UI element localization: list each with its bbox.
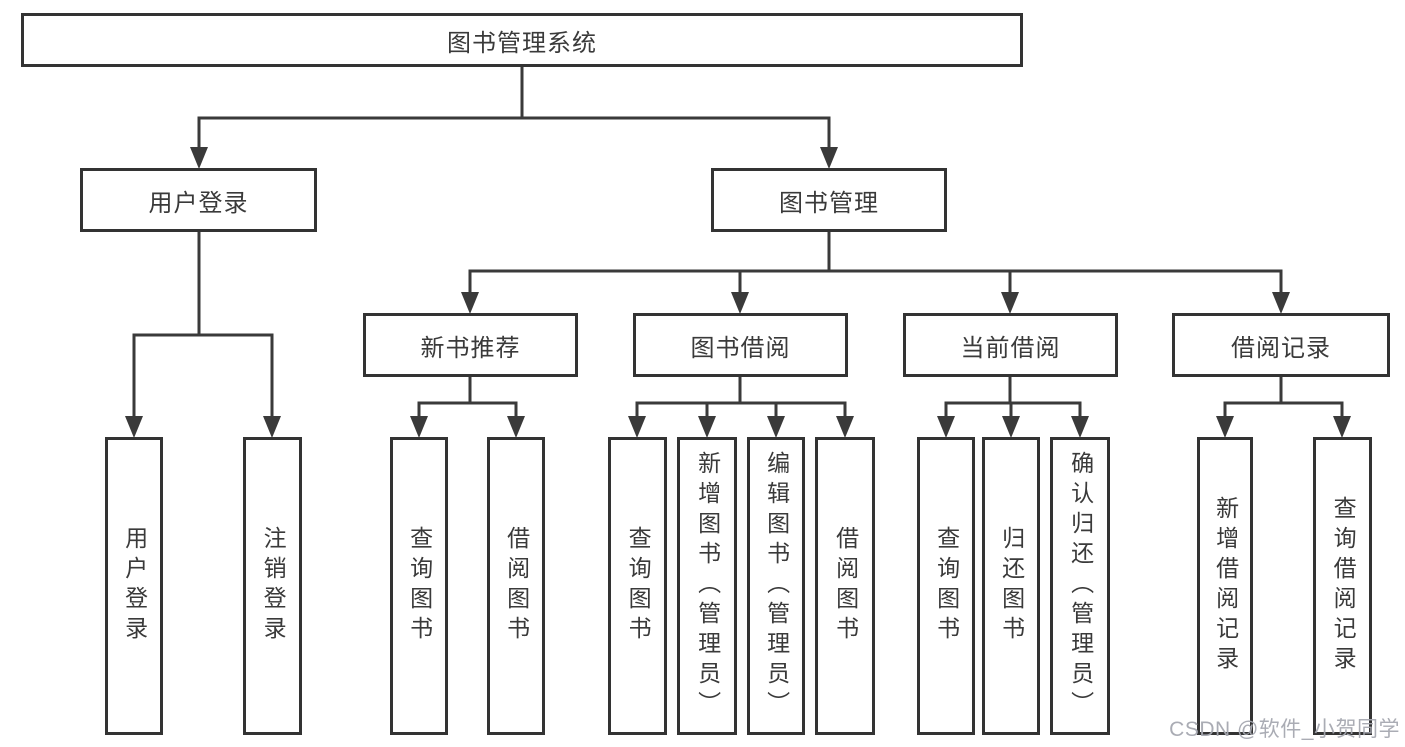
leaf-user-login: 用户登录 bbox=[105, 437, 163, 735]
arrowhead-icon bbox=[263, 416, 281, 438]
arrowhead-icon bbox=[1333, 416, 1351, 438]
leaf-return-books: 归还图书 bbox=[982, 437, 1040, 735]
node-label: 新增借阅记录 bbox=[1212, 496, 1239, 676]
connector-book-management-to-level3 bbox=[468, 230, 1283, 299]
connector-root-to-level2 bbox=[197, 65, 831, 154]
csdn-watermark: CSDN @软件_小贺同学 bbox=[1169, 718, 1400, 741]
arrowhead-icon bbox=[1071, 416, 1089, 438]
arrowhead-icon bbox=[698, 416, 716, 438]
leaf-borrow-books-recommend: 借阅图书 bbox=[487, 437, 545, 735]
node-label: 图书管理 bbox=[779, 189, 879, 217]
arrowheads bbox=[125, 147, 1351, 438]
connector-recommendation-to-leaves bbox=[417, 375, 518, 423]
node-new-book-recommendation: 新书推荐 bbox=[363, 313, 578, 377]
node-system-root: 图书管理系统 bbox=[21, 13, 1023, 67]
arrowhead-icon bbox=[125, 416, 143, 438]
node-label: 用户登录 bbox=[121, 526, 148, 646]
node-user-login: 用户登录 bbox=[80, 168, 317, 232]
connector-borrowing-to-leaves bbox=[635, 375, 847, 423]
leaf-logout-login: 注销登录 bbox=[243, 437, 302, 735]
leaf-query-borrow-record: 查询借阅记录 bbox=[1313, 437, 1372, 735]
node-label: 新增图书（管理员） bbox=[694, 451, 721, 721]
arrowhead-icon bbox=[1001, 292, 1019, 314]
node-label: 图书借阅 bbox=[690, 334, 791, 362]
node-label: 借阅记录 bbox=[1231, 334, 1331, 362]
node-label: 新书推荐 bbox=[420, 334, 521, 362]
arrowhead-icon bbox=[628, 416, 646, 438]
node-label: 查询图书 bbox=[625, 526, 652, 646]
leaf-query-books-recommend: 查询图书 bbox=[390, 437, 448, 735]
connector-paths bbox=[132, 65, 1344, 423]
node-label: 确认归还（管理员） bbox=[1067, 451, 1094, 721]
arrowhead-icon bbox=[1216, 416, 1234, 438]
node-label: 借阅图书 bbox=[503, 526, 530, 646]
leaf-edit-books-admin: 编辑图书（管理员） bbox=[747, 437, 805, 735]
arrowhead-icon bbox=[836, 416, 854, 438]
arrowhead-icon bbox=[937, 416, 955, 438]
node-book-management: 图书管理 bbox=[711, 168, 947, 232]
node-label: 用户登录 bbox=[148, 189, 249, 217]
connector-records-to-leaves bbox=[1223, 375, 1344, 423]
arrowhead-icon bbox=[1272, 292, 1290, 314]
arrowhead-icon bbox=[820, 147, 838, 169]
leaf-add-books-admin: 新增图书（管理员） bbox=[677, 437, 737, 735]
node-label: 当前借阅 bbox=[960, 334, 1061, 362]
arrowhead-icon bbox=[507, 416, 525, 438]
leaf-confirm-return-admin: 确认归还（管理员） bbox=[1050, 437, 1110, 735]
arrowhead-icon bbox=[1002, 416, 1020, 438]
node-label: 查询图书 bbox=[406, 526, 433, 646]
node-label: 查询图书 bbox=[933, 526, 960, 646]
node-book-borrowing: 图书借阅 bbox=[633, 313, 848, 377]
node-label: 注销登录 bbox=[260, 526, 287, 646]
node-label: 查询借阅记录 bbox=[1330, 496, 1357, 676]
node-label: 归还图书 bbox=[998, 526, 1025, 646]
leaf-borrow-books-borrowing: 借阅图书 bbox=[815, 437, 875, 735]
arrowhead-icon bbox=[767, 416, 785, 438]
leaf-query-books-borrowing: 查询图书 bbox=[608, 437, 667, 735]
leaf-add-borrow-record: 新增借阅记录 bbox=[1197, 437, 1253, 735]
node-current-borrowing: 当前借阅 bbox=[903, 313, 1118, 377]
node-label: 借阅图书 bbox=[832, 526, 859, 646]
connector-user-login-to-leaves bbox=[132, 230, 274, 423]
arrowhead-icon bbox=[731, 292, 749, 314]
arrowhead-icon bbox=[190, 147, 208, 169]
node-label: 编辑图书（管理员） bbox=[763, 451, 790, 721]
connector-current-to-leaves bbox=[944, 375, 1082, 423]
leaf-query-books-current: 查询图书 bbox=[917, 437, 975, 735]
arrowhead-icon bbox=[461, 292, 479, 314]
arrowhead-icon bbox=[410, 416, 428, 438]
node-borrowing-records: 借阅记录 bbox=[1172, 313, 1390, 377]
node-label: 图书管理系统 bbox=[447, 29, 597, 57]
